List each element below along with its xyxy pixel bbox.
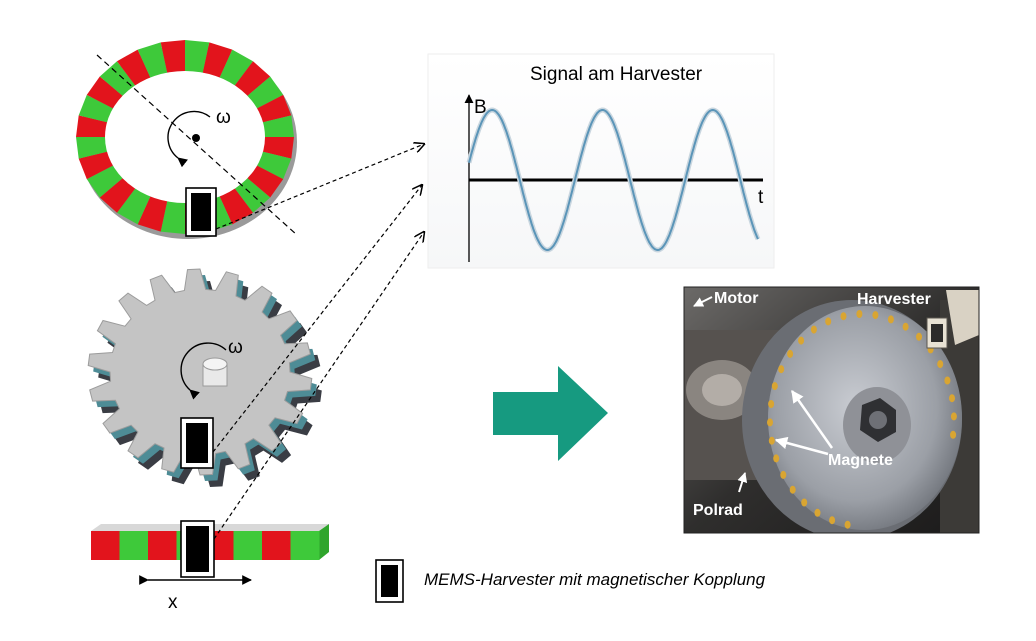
photo-magnet-hole	[887, 315, 894, 324]
connector-ring	[215, 144, 424, 230]
signal-panel-background	[427, 53, 775, 269]
strip-magnet-segment	[148, 531, 177, 560]
strip-magnet-segment	[290, 531, 320, 560]
gear-wheel: ω	[87, 268, 322, 487]
signal-wave	[468, 108, 759, 252]
ring-center-dot	[192, 134, 200, 142]
photo-magnet-hole	[950, 430, 957, 439]
strip-magnet-segment	[119, 531, 149, 560]
ring-magnet-segment	[137, 42, 168, 78]
photo-magnet-hole	[814, 508, 821, 517]
ring-magnet-segment	[234, 178, 271, 213]
ring-magnet-segment	[160, 201, 185, 234]
ring-magnet-segment	[117, 188, 151, 225]
photo-magnet-hole	[778, 365, 785, 374]
signal-title: Signal am Harvester	[530, 64, 703, 85]
ring-magnet-segment	[219, 49, 253, 86]
photo-magnet-holes	[767, 310, 957, 529]
photo-magnet-hole	[801, 498, 808, 507]
photo-magnet-hole	[944, 376, 951, 385]
photo-magnet-hole	[916, 332, 922, 341]
legend: MEMS-Harvester mit magnetischer Kopplung	[375, 559, 766, 603]
strip-magnet-segment	[233, 531, 263, 560]
ring-magnet-segment	[247, 76, 284, 109]
ring-magnet-segment	[78, 94, 113, 123]
connector-strip	[213, 232, 424, 540]
ring-magnet-segment	[202, 42, 233, 78]
photo-magnet-hole	[840, 312, 847, 321]
teal-right-arrow	[493, 366, 608, 461]
photo-magnet-hole	[902, 322, 909, 331]
photo-magnet-hole	[767, 418, 773, 427]
photo-magnet-hole	[768, 436, 775, 445]
ring-magnet-segment	[185, 40, 210, 73]
ring-magnet-segment	[86, 76, 123, 109]
photo-magnet-hole	[789, 485, 796, 494]
photo-magnet-hole	[949, 394, 955, 403]
ring-magnet-segment	[257, 151, 292, 180]
ring-magnet-segment	[263, 115, 294, 137]
x-label: x	[168, 592, 178, 613]
photo-magnet-hole	[768, 400, 775, 408]
ring-magnet-segment	[78, 151, 113, 180]
photo-label-harvester: Harvester	[857, 291, 931, 308]
ring-magnet-segment	[76, 137, 107, 159]
legend-text: MEMS-Harvester mit magnetischer Kopplung	[424, 570, 766, 589]
ring-omega-label: ω	[216, 107, 231, 128]
strip-magnet-segment	[262, 531, 291, 560]
ring-magnet-segment	[76, 115, 107, 137]
photo-magnet-hole	[810, 325, 817, 334]
photo-magnet-hole	[825, 317, 832, 326]
photo-label-polrad: Polrad	[693, 502, 743, 519]
prototype-photo: Motor Harvester Magnete Polrad	[683, 286, 980, 534]
photo-magnet-hole	[787, 349, 794, 358]
ring-magnet-segment	[219, 188, 253, 225]
photo-magnet-hole	[829, 516, 836, 525]
signal-x-label: t	[758, 187, 764, 208]
ring-magnet-segment	[137, 196, 168, 232]
gear-omega-label: ω	[228, 337, 243, 358]
ring-magnet-segment	[234, 61, 271, 96]
ring-magnet-segment	[247, 165, 284, 198]
ring-magnet-segment	[257, 94, 292, 123]
photo-magnet-hole	[856, 310, 863, 318]
photo-magnet-hole	[771, 382, 778, 391]
photo-magnet-hole	[950, 412, 957, 421]
ring-magnet-segment	[117, 49, 151, 86]
signal-panel: Signal am Harvester B t	[427, 53, 775, 269]
ring-magnet-segment	[86, 165, 123, 198]
photo-label-magnete: Magnete	[828, 452, 893, 469]
photo-label-motor: Motor	[714, 290, 758, 307]
photo-magnet-hole	[872, 311, 879, 320]
photo-magnet-hole	[780, 470, 787, 479]
ring-rotation-arrow	[167, 110, 211, 168]
gear-face	[87, 268, 313, 476]
ring-axis-line	[96, 54, 298, 236]
photo-magnet-hole	[844, 520, 851, 529]
ring-magnet: ω	[76, 40, 298, 239]
strip-magnet-segment	[91, 531, 120, 560]
ring-magnet-segment	[99, 178, 136, 213]
dashed-connectors	[212, 144, 424, 540]
connector-gear	[212, 185, 422, 453]
gear-rotation-arrow	[180, 342, 227, 400]
photo-magnet-hole	[798, 336, 805, 345]
ring-magnet-segment	[263, 137, 294, 159]
strip-segments	[91, 531, 320, 560]
ring-magnet-segment	[160, 40, 185, 73]
linear-magnet-strip: x	[91, 520, 329, 613]
signal-y-label: B	[474, 97, 487, 118]
photo-magnet-hole	[937, 360, 944, 369]
photo-magnet-hole	[773, 454, 780, 463]
ring-magnet-segment	[99, 61, 136, 96]
